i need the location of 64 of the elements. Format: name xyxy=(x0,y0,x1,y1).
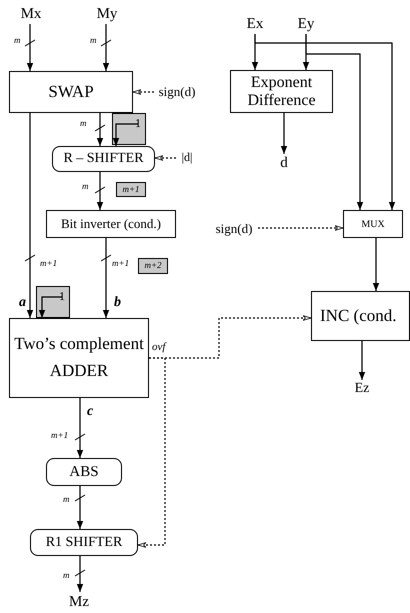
box-label: ABS xyxy=(69,464,99,480)
signal-label: sign(d) xyxy=(210,219,258,239)
arrow xyxy=(96,113,104,146)
arrow xyxy=(305,34,364,210)
width-tag xyxy=(116,182,146,197)
bus-width-label: m xyxy=(82,182,88,191)
arrow xyxy=(102,24,110,71)
box-label: Bit inverter (cond.) xyxy=(61,216,161,232)
dotted-arrow xyxy=(154,155,176,161)
bus-width-label: m xyxy=(90,36,96,45)
signal-label: ovf xyxy=(152,342,166,353)
box-label: R – SHIFTER xyxy=(63,151,144,167)
process-box xyxy=(52,146,155,172)
process-box xyxy=(46,210,176,238)
width-label: m+2 xyxy=(144,261,162,271)
bus-width-label: m xyxy=(80,119,86,128)
arrow xyxy=(38,296,62,318)
dotted-arrow xyxy=(258,225,344,231)
arrow xyxy=(26,113,34,318)
output-label: Mz xyxy=(64,592,94,612)
process-box xyxy=(46,458,122,486)
process-box xyxy=(30,529,138,556)
process-box xyxy=(9,71,133,113)
dotted-arrow xyxy=(132,89,154,95)
arrow xyxy=(372,238,380,291)
input-label: My xyxy=(93,4,121,24)
bus-width-label: m xyxy=(63,495,70,504)
process-box xyxy=(343,210,403,238)
box-label: Two’s complement xyxy=(14,335,144,354)
width-label: m+1 xyxy=(122,184,140,194)
dotted-arrow xyxy=(138,357,166,548)
output-label: d xyxy=(276,154,292,172)
bus-width-label: m+1 xyxy=(51,431,68,440)
signal-label: sign(d) xyxy=(154,82,200,102)
box-label: ADDER xyxy=(50,362,108,381)
signal-label: |d| xyxy=(176,149,198,167)
arrow xyxy=(76,556,84,592)
arrow xyxy=(280,113,288,154)
width-tag xyxy=(138,258,168,274)
shaded-box xyxy=(36,286,70,318)
arrow xyxy=(26,24,34,71)
bus-width-label: m+1 xyxy=(112,259,130,268)
process-box xyxy=(311,291,410,341)
process-box xyxy=(230,70,333,113)
arrow xyxy=(358,341,366,380)
output-label: Ez xyxy=(349,380,375,398)
box-label: R1 SHIFTER xyxy=(46,534,122,550)
arrow xyxy=(96,172,104,210)
input-label: Ex xyxy=(242,14,268,34)
arrow xyxy=(254,34,396,210)
arrow xyxy=(76,398,84,458)
box-label: INC (cond. xyxy=(320,306,396,326)
arrow xyxy=(102,238,110,318)
arrow xyxy=(76,486,84,529)
shaded-box xyxy=(112,113,146,145)
bus-width-label: m xyxy=(63,571,70,580)
box-label: SWAP xyxy=(48,82,94,102)
bus-width-label: m xyxy=(14,36,20,45)
bus-width-label: m+1 xyxy=(40,259,58,268)
box-label: MUX xyxy=(361,218,385,230)
input-label: Ey xyxy=(293,14,319,34)
arrow xyxy=(112,123,138,146)
box-label: Exponent Difference xyxy=(246,74,317,110)
input-label: Mx xyxy=(18,4,44,24)
